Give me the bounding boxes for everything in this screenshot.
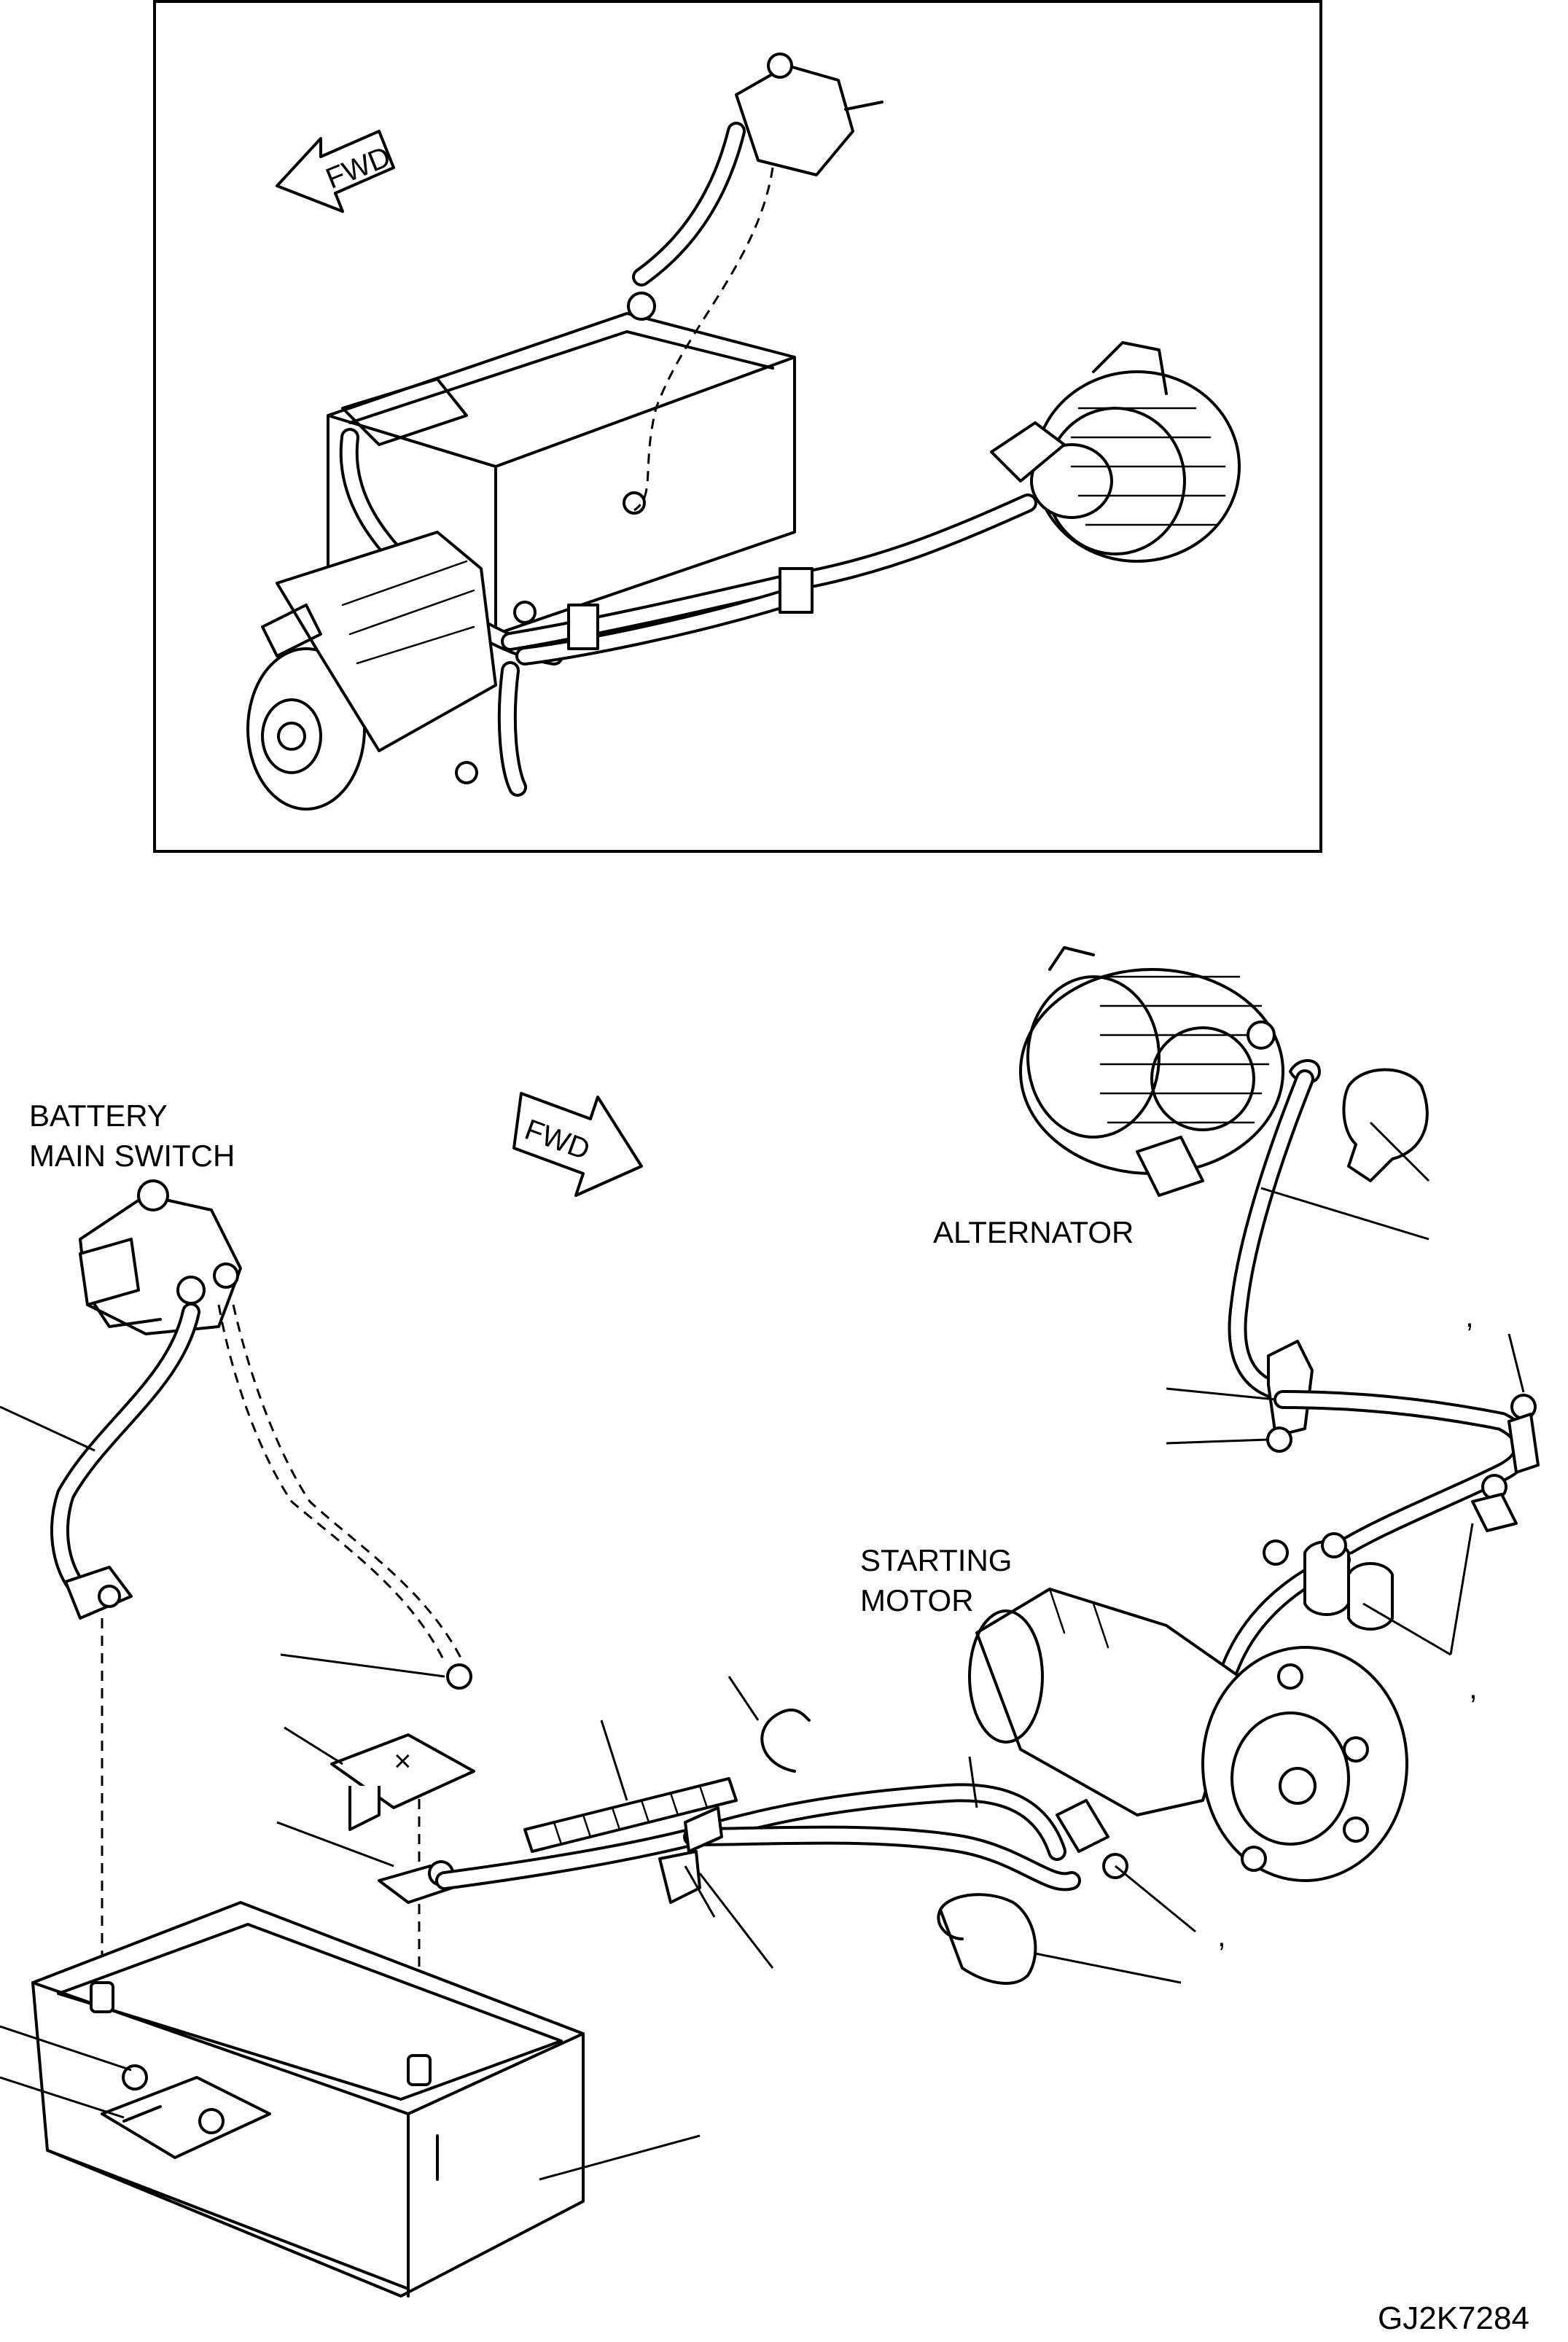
terminal-cap <box>1342 1068 1429 1182</box>
starting-motor <box>968 1588 1408 1882</box>
terminal-boot <box>937 1893 1037 1985</box>
battery-main-switch-label-1: BATTERY <box>29 1098 168 1133</box>
alternator-label: ALTERNATOR <box>933 1215 1134 1249</box>
comma-mark-3: , <box>1217 1919 1226 1953</box>
terminal-cover: × <box>330 1733 475 1831</box>
comma-mark-1: , <box>1465 1299 1474 1333</box>
battery-main-switch <box>79 1179 242 1335</box>
overview-inset: FWD <box>153 0 1322 853</box>
fwd-arrow-icon: FWD <box>512 1092 643 1197</box>
starting-motor-label-2: MOTOR <box>860 1583 974 1617</box>
comma-mark-2: , <box>1469 1671 1478 1705</box>
battery <box>31 1901 585 2298</box>
alternator <box>1019 946 1284 1197</box>
inset-battery-switch <box>735 52 884 176</box>
drawing-code: GJ2K7284 <box>1378 2300 1529 2336</box>
hold-down-plate <box>101 2064 271 2159</box>
starting-motor-label-1: STARTING <box>860 1543 1012 1577</box>
inset-alternator <box>990 341 1241 563</box>
spiral-wrap <box>523 1777 738 1853</box>
inset-starting-motor <box>246 531 497 811</box>
battery-main-switch-label-2: MAIN SWITCH <box>29 1139 235 1173</box>
svg-text:×: × <box>394 1744 412 1778</box>
